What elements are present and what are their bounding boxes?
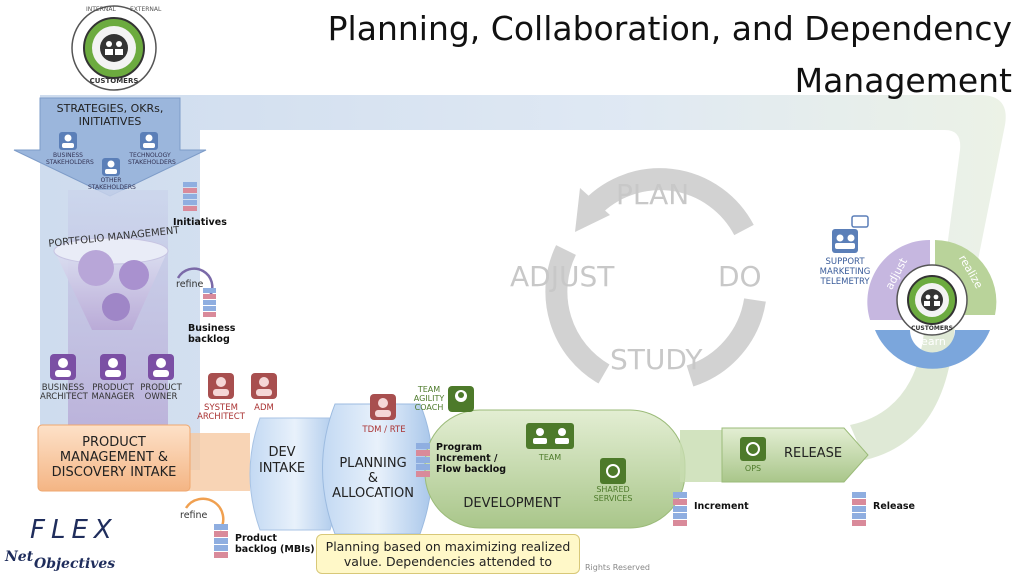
- support-line-2: MARKETING: [819, 267, 871, 277]
- role-product-manager-2: MANAGER: [91, 392, 135, 402]
- role-adm: ADM: [254, 403, 274, 413]
- strategy-title-2: INITIATIVES: [78, 115, 142, 128]
- coach-line-1: TEAM: [417, 385, 441, 394]
- shared-services-line-1: SHARED: [596, 485, 630, 494]
- refine-arrow-2: [184, 497, 225, 531]
- initiatives-label: Initiatives: [173, 217, 227, 228]
- product-backlog-line-1: Product: [235, 533, 277, 544]
- customer-cycle: [867, 239, 997, 369]
- support-line-1: SUPPORT: [825, 257, 865, 267]
- role-business-architect-2: ARCHITECT: [40, 392, 88, 402]
- business-backlog-label-2: backlog: [188, 334, 230, 345]
- backlog-release: [852, 492, 866, 526]
- planning-line-3: ALLOCATION: [332, 486, 414, 501]
- support-line-3: TELEMETRY: [820, 277, 870, 287]
- person-icon-adm: [251, 373, 277, 399]
- backlog-product: [214, 524, 228, 558]
- strategy-title-1: STRATEGIES, OKRs,: [56, 102, 164, 115]
- stakeholder-technology: TECHNOLOGY STAKEHOLDERS: [128, 152, 176, 166]
- increment-label: Increment: [694, 501, 749, 512]
- callout-box: Planning based on maximizing realized va…: [316, 534, 580, 574]
- product-backlog-line-2: backlog (MBIs): [235, 544, 315, 555]
- support-icon: [832, 215, 869, 253]
- pdsa-do: DO: [718, 260, 762, 293]
- pi-backlog-line-1: Program: [436, 442, 482, 453]
- pdsa-study: STUDY: [610, 343, 703, 376]
- pi-backlog-line-3: Flow backlog: [436, 464, 507, 475]
- person-icon-business-stakeholders: [59, 132, 77, 150]
- coach-line-3: COACH: [414, 403, 444, 412]
- shared-services-icon: [600, 458, 626, 484]
- badge-right-customers-label: CUSTOMERS: [911, 325, 953, 332]
- badge-customers-label: CUSTOMERS: [89, 77, 139, 85]
- shared-services-line-2: SERVICES: [593, 494, 633, 503]
- intake-box-line-3: DISCOVERY INTAKE: [51, 465, 177, 480]
- role-product-manager-1: PRODUCT: [92, 383, 134, 393]
- backlog-pi: [416, 443, 430, 477]
- stakeholder-other: OTHER STAKEHOLDERS: [88, 177, 136, 191]
- refine-label-1: refine: [176, 279, 204, 290]
- intake-box-line-1: PRODUCT: [82, 435, 146, 450]
- callout-line-1: Planning based on maximizing realized: [325, 539, 571, 554]
- badge-internal-label: INTERNAL: [86, 6, 116, 13]
- customers-badge-right: [896, 264, 968, 336]
- role-product-owner-2: OWNER: [144, 392, 178, 402]
- intake-box-line-2: MANAGEMENT &: [59, 450, 169, 465]
- pdsa-cycle: [545, 168, 766, 387]
- ops-label: OPS: [744, 464, 762, 473]
- intake-flow: [180, 433, 250, 491]
- logo-net: Net: [5, 549, 34, 565]
- callout-line-2: value. Dependencies attended to: [343, 554, 553, 569]
- title-line-1: Planning, Collaboration, and Dependency: [327, 9, 1012, 48]
- funnel-ball-2: [119, 260, 149, 290]
- team-label: TEAM: [538, 453, 562, 462]
- role-system-architect-2: ARCHITECT: [197, 412, 245, 422]
- pdsa-arrowhead-1: [575, 188, 610, 232]
- person-icon-tech-stakeholders: [140, 132, 158, 150]
- person-icon-business-architect: [50, 354, 76, 380]
- backlog-increment: [673, 492, 687, 526]
- refine-label-2: refine: [180, 510, 208, 521]
- pi-backlog-line-2: Increment /: [436, 453, 498, 464]
- dev-intake-line-2: INTAKE: [258, 461, 306, 476]
- role-system-architect-1: SYSTEM: [204, 403, 238, 413]
- backlog-business: [203, 288, 216, 317]
- ops-icon: [740, 437, 766, 461]
- release-label: Release: [873, 501, 915, 512]
- funnel-ball-3: [102, 293, 130, 321]
- coach-line-2: AGILITY: [413, 394, 445, 403]
- planning-line-1: PLANNING: [339, 456, 407, 471]
- development-label: DEVELOPMENT: [463, 496, 561, 511]
- intake-box: [37, 424, 191, 492]
- logo-objectives: Objectives: [34, 556, 116, 572]
- business-backlog-label-1: Business: [188, 323, 236, 334]
- cycle-learn: learn: [918, 335, 946, 348]
- pdsa-adjust: ADJUST: [510, 260, 615, 293]
- backlog-initiatives: [183, 182, 197, 211]
- team-icon: [526, 423, 574, 449]
- planning-line-2: &: [367, 471, 379, 486]
- person-icon-team-agility-coach: [448, 386, 474, 412]
- role-product-owner-1: PRODUCT: [140, 383, 182, 393]
- role-business-architect-1: BUSINESS: [41, 383, 85, 393]
- pdsa-plan: PLAN: [616, 178, 690, 211]
- funnel-ball-1: [78, 250, 114, 286]
- logo-flex: FLEX: [30, 515, 118, 545]
- customers-badge-top: [71, 5, 157, 91]
- person-icon-system-architect: [208, 373, 234, 399]
- stakeholder-business: BUSINESS STAKEHOLDERS: [46, 152, 94, 166]
- person-icon-tdm: [370, 394, 396, 420]
- copyright-text: Rights Reserved: [585, 563, 651, 572]
- strategy-arrow: [13, 97, 207, 197]
- release-arrow-label: RELEASE: [783, 446, 843, 461]
- person-icon-product-owner: [148, 354, 174, 380]
- title-line-2: Management: [794, 61, 1012, 100]
- person-icon-other-stakeholders: [102, 158, 120, 176]
- badge-external-label: EXTERNAL: [130, 6, 162, 13]
- person-icon-product-manager: [100, 354, 126, 380]
- dev-intake-line-1: DEV: [268, 445, 296, 460]
- tdm-label: TDM / RTE: [362, 425, 406, 435]
